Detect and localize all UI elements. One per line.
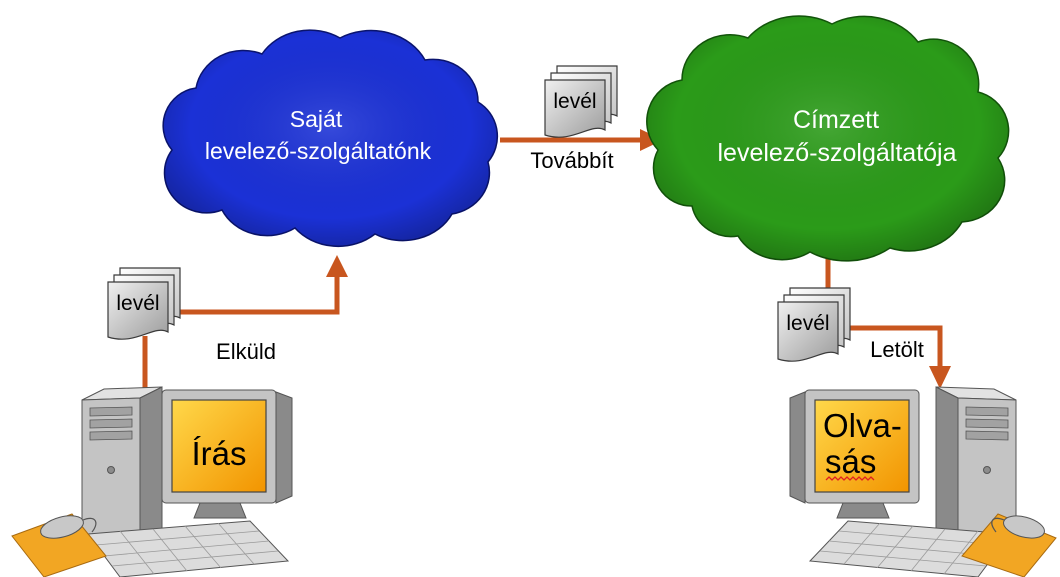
mouse-cord	[82, 517, 97, 533]
drive-bay	[89, 418, 133, 429]
send-label: Elküld	[216, 339, 276, 364]
computer-monitor: Írás	[161, 389, 293, 519]
mouse-cord	[991, 517, 1005, 533]
recipient-cloud-title: Címzett	[793, 106, 879, 134]
sender-mail-server-cloud: Saját levelező-szolgáltatónk	[162, 29, 499, 248]
key-row	[819, 550, 987, 567]
monitor-depth	[789, 391, 806, 504]
monitor-screen	[171, 399, 267, 493]
monitor-screen	[814, 399, 910, 493]
keyboard	[808, 520, 1011, 577]
sender-cloud-subtitle: levelező-szolgáltatónk	[205, 138, 432, 164]
computer-monitor: Olva- sás	[789, 389, 920, 519]
key-column	[910, 528, 946, 572]
key-column	[119, 530, 155, 575]
monitor-stand	[836, 502, 890, 519]
key-row	[111, 550, 279, 567]
screen-text: Írás	[191, 435, 246, 472]
drive-bay	[965, 406, 1009, 417]
computer-tower	[81, 386, 163, 547]
mouse-icon	[1003, 515, 1045, 539]
send-edge	[142, 255, 348, 394]
document-stack-forward: levél	[544, 65, 618, 138]
drive-bay	[89, 406, 133, 417]
spellcheck-underline	[825, 476, 875, 481]
document-label: levél	[116, 292, 159, 315]
screen-text-line1: Olva-	[823, 407, 902, 444]
recipient-cloud-shading	[646, 15, 1009, 261]
document-label: levél	[786, 312, 829, 335]
power-button-icon	[983, 466, 991, 474]
key-column	[843, 522, 881, 565]
drive-bay	[89, 430, 133, 441]
document-stack-download: levél	[777, 287, 851, 362]
drive-bay	[965, 430, 1009, 441]
document-page-front	[107, 281, 169, 340]
keyboard	[87, 520, 290, 577]
monitor-stand	[193, 502, 247, 519]
key-column	[876, 525, 914, 569]
keyboard-body	[87, 520, 290, 577]
document-page-front	[544, 79, 606, 138]
sender-computer: Írás	[11, 386, 293, 577]
key-column	[184, 525, 222, 569]
key-column	[152, 528, 188, 572]
key-column	[943, 530, 979, 575]
document-stack-send: levél	[107, 267, 181, 340]
recipient-cloud-subtitle: levelező-szolgáltatója	[717, 139, 956, 167]
screen-text-line2: sás	[825, 443, 876, 480]
document-label: levél	[553, 90, 596, 113]
tower-side	[139, 386, 163, 541]
monitor-depth	[275, 391, 293, 504]
key-column	[217, 522, 255, 565]
sender-cloud-shading	[163, 30, 498, 247]
key-row	[103, 540, 270, 557]
recipient-mail-server-cloud: Címzett levelező-szolgáltatója	[646, 15, 1010, 262]
recipient-computer: Olva- sás	[789, 386, 1057, 577]
tower-side	[935, 386, 959, 541]
download-line	[840, 325, 943, 368]
mouse-icon	[40, 515, 84, 539]
download-arrowhead	[929, 366, 951, 389]
key-row	[95, 530, 260, 546]
forward-label: Továbbít	[530, 148, 613, 173]
download-label: Letölt	[870, 337, 924, 362]
document-page-front	[777, 301, 839, 362]
send-line-to-server	[170, 274, 340, 315]
power-button-icon	[107, 466, 115, 474]
send-arrowhead	[326, 255, 348, 277]
sender-cloud-title: Saját	[290, 106, 343, 132]
drive-bay	[965, 418, 1009, 429]
